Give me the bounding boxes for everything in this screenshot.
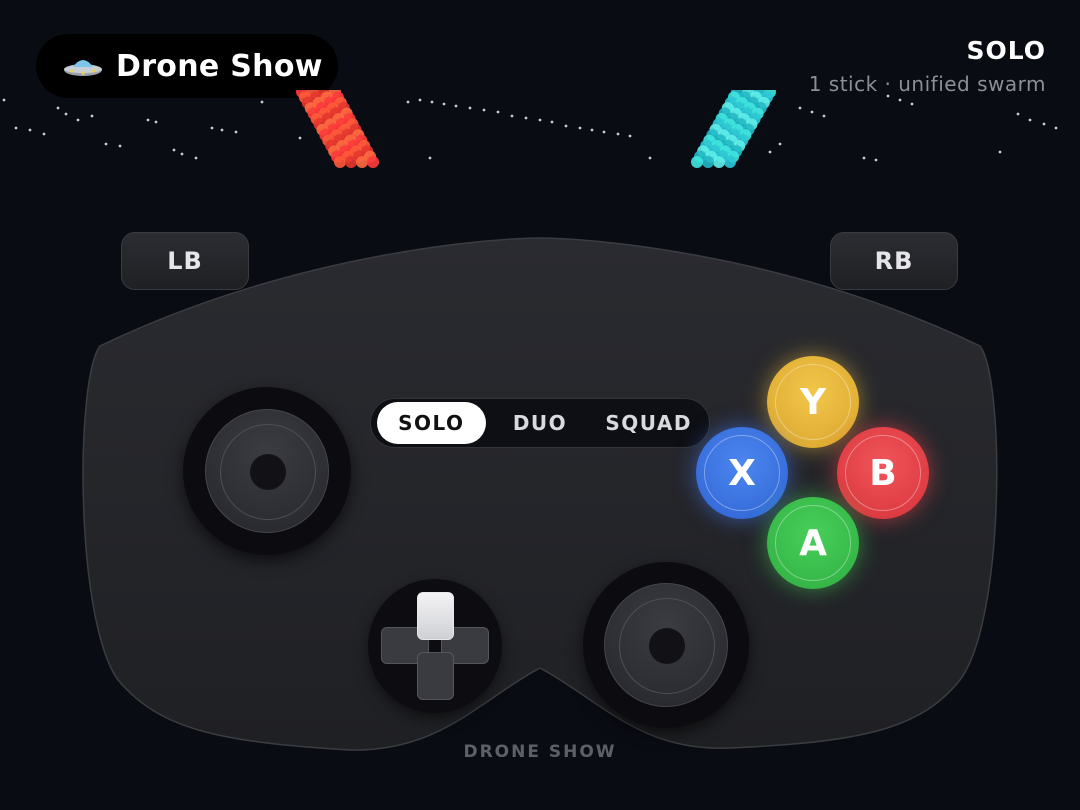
y-button[interactable]: Y [767, 356, 859, 448]
a-button[interactable]: A [767, 497, 859, 589]
footer-label: DRONE SHOW [463, 742, 617, 762]
b-button[interactable]: B [837, 427, 929, 519]
mode-option-solo[interactable]: SOLO [377, 402, 486, 444]
swarm-sky [2, 90, 1058, 168]
left-stick-ring [220, 424, 316, 520]
mode-option-squad[interactable]: SQUAD [605, 411, 692, 435]
dpad [368, 579, 502, 713]
b-button-label: B [869, 452, 897, 494]
x-button-ring [704, 435, 780, 511]
dpad-down[interactable] [417, 652, 454, 700]
x-button[interactable]: X [696, 427, 788, 519]
right-stick-ring [619, 598, 715, 694]
swarm-red-trail [296, 90, 379, 168]
y-button-ring [775, 364, 851, 440]
left-stick[interactable] [183, 387, 351, 555]
current-mode-label: SOLO [966, 36, 1046, 65]
dpad-up[interactable] [417, 592, 454, 640]
left-stick-center [250, 454, 286, 490]
rb-bumper[interactable]: RB [830, 232, 958, 290]
title-pill: Drone Show [36, 34, 338, 98]
y-button-label: Y [799, 381, 827, 423]
a-button-label: A [799, 522, 827, 564]
swarm-dots [2, 94, 1058, 162]
x-button-label: X [728, 452, 756, 494]
a-button-ring [775, 505, 851, 581]
ufo-icon [64, 60, 102, 76]
right-stick-center [649, 628, 685, 664]
left-stick-cap[interactable] [205, 409, 329, 533]
swarm-cyan-trail [691, 90, 776, 168]
mode-subtitle: 1 stick · unified swarm [808, 72, 1046, 96]
lb-bumper[interactable]: LB [121, 232, 249, 290]
mode-option-duo[interactable]: DUO [512, 411, 568, 435]
app-title: Drone Show [116, 48, 323, 84]
right-stick[interactable] [583, 562, 749, 728]
right-stick-cap[interactable] [604, 583, 728, 707]
mode-toggle: SOLO DUO SQUAD [370, 398, 710, 448]
b-button-ring [845, 435, 921, 511]
